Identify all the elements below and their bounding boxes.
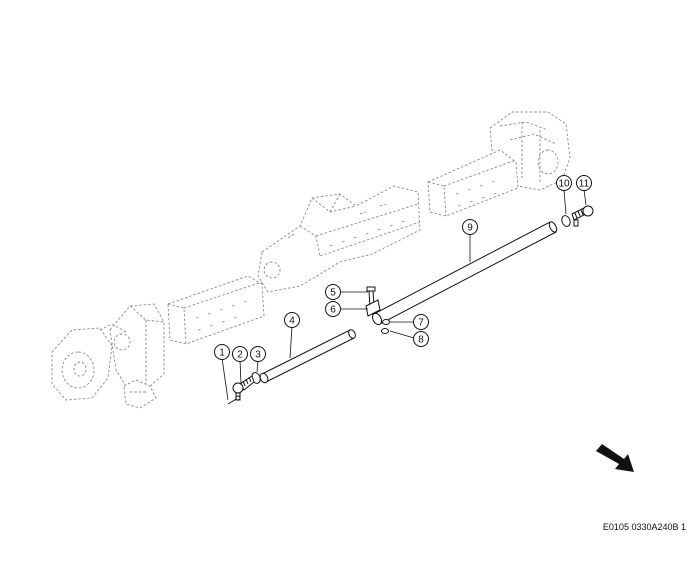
leader-lines <box>221 189 587 401</box>
svg-text:10: 10 <box>558 179 570 190</box>
svg-text:11: 11 <box>579 179 590 190</box>
phantom-axle-housing <box>51 111 571 409</box>
nut-8 <box>381 328 389 334</box>
svg-text:2: 2 <box>237 350 243 361</box>
callout-10: 10 <box>556 175 572 191</box>
lock-nut-10 <box>561 215 571 227</box>
callout-5: 5 <box>325 284 341 300</box>
callout-8: 8 <box>413 331 429 347</box>
callout-11: 11 <box>576 175 592 191</box>
tie-rod-tube-9 <box>371 221 558 326</box>
pin-1 <box>227 395 241 405</box>
callout-1: 1 <box>214 344 230 360</box>
ball-joint-end-11 <box>571 205 594 227</box>
svg-text:5: 5 <box>330 288 336 299</box>
callout-9: 9 <box>462 219 478 235</box>
callout-3: 3 <box>250 346 266 362</box>
callout-2: 2 <box>232 346 248 362</box>
svg-text:8: 8 <box>418 335 424 346</box>
svg-text:1: 1 <box>219 348 225 359</box>
clamp-6 <box>365 299 381 317</box>
figure-code: E0105 0330A240B 1 <box>602 522 686 532</box>
callout-4: 4 <box>284 312 300 328</box>
svg-text:7: 7 <box>418 318 424 329</box>
svg-text:6: 6 <box>330 305 336 316</box>
svg-text:3: 3 <box>255 350 261 361</box>
callout-7: 7 <box>413 314 429 330</box>
callout-6: 6 <box>325 301 341 317</box>
tie-rod-tube-4 <box>259 329 356 384</box>
svg-text:4: 4 <box>289 316 295 327</box>
washer-7 <box>382 319 390 325</box>
svg-text:9: 9 <box>467 223 473 234</box>
forward-arrow-icon <box>596 444 634 472</box>
